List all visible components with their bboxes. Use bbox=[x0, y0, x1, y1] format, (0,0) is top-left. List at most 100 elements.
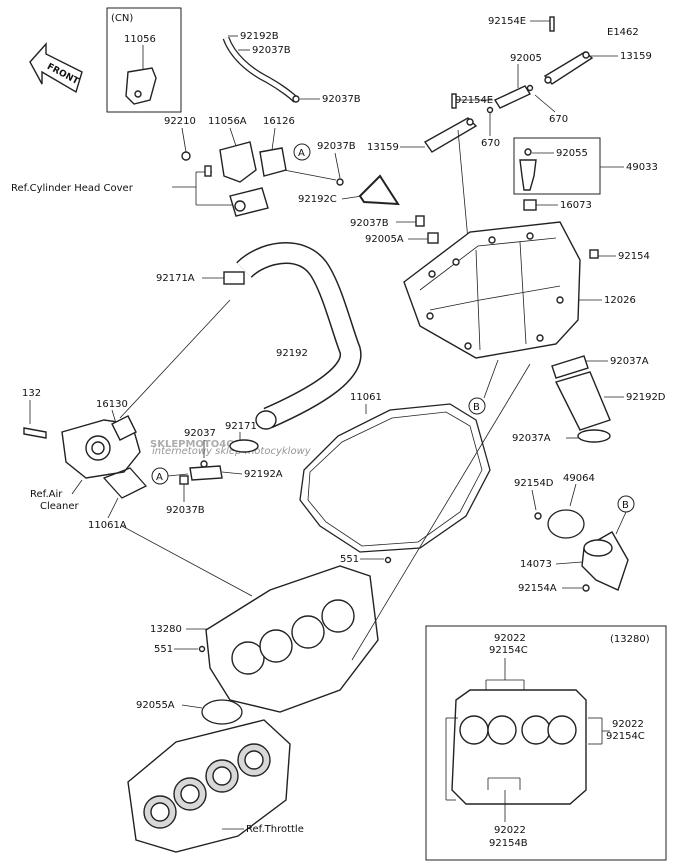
duct-14073-group: 92154D 49064 B 14073 92154A bbox=[514, 473, 635, 594]
part-92154D: 92154D bbox=[514, 478, 554, 489]
part-92192: 92192 bbox=[276, 348, 308, 359]
part-92192A: 92192A bbox=[244, 469, 283, 480]
hose-92192 bbox=[237, 243, 361, 427]
part-670-1: 670 bbox=[549, 114, 568, 125]
part-92154E-2: 92154E bbox=[455, 95, 493, 106]
pipe-92005 bbox=[493, 85, 532, 109]
part-92037B-4: 92037B bbox=[350, 218, 389, 229]
part-11061A: 11061A bbox=[88, 520, 127, 531]
part-92210: 92210 bbox=[164, 116, 196, 127]
ref-cylinder-head-cover: Ref.Cylinder Head Cover bbox=[11, 183, 134, 194]
part-16126: 16126 bbox=[263, 116, 295, 127]
inset-13280: (13280) 92022 92154C 92022 92154C 92022 … bbox=[425, 625, 667, 861]
part-92037B-1: 92037B bbox=[252, 45, 291, 56]
part-11056: 11056 bbox=[124, 34, 156, 45]
sensor-49033-group: 92055 49033 16073 bbox=[513, 137, 658, 211]
part-13159-1: 13159 bbox=[620, 51, 652, 62]
inset-gasket-13280 bbox=[451, 689, 587, 805]
part-92154A: 92154A bbox=[518, 583, 557, 594]
gasket-49064 bbox=[547, 509, 585, 539]
airbox-12026: 92154 12026 bbox=[403, 221, 650, 359]
airbox-body bbox=[403, 221, 581, 359]
valve-16126 bbox=[259, 147, 287, 177]
inset-92154C-top: 92154C bbox=[489, 645, 528, 656]
cn-label: (CN) bbox=[111, 13, 133, 24]
watermark: SKLEPMOTO4Q.PL internetowy sklep motocyk… bbox=[150, 439, 312, 457]
hose-92192c bbox=[358, 174, 400, 206]
ref-a-1: A bbox=[298, 148, 305, 159]
ref-b-1: B bbox=[473, 402, 480, 413]
o-ring-92055A bbox=[201, 699, 243, 725]
label-E1462: E1462 bbox=[607, 27, 639, 38]
part-92005A: 92005A bbox=[365, 234, 404, 245]
gasket-13280 bbox=[205, 565, 379, 713]
part-92192D: 92192D bbox=[626, 392, 666, 403]
part-92037B-2: 92037B bbox=[322, 94, 361, 105]
part-92037: 92037 bbox=[184, 428, 216, 439]
cover-bracket bbox=[229, 187, 269, 217]
part-16130: 16130 bbox=[96, 399, 128, 410]
clamp-92037A-1 bbox=[551, 355, 589, 379]
ref-throttle: Ref.Throttle bbox=[246, 824, 304, 835]
part-11061: 11061 bbox=[350, 392, 382, 403]
part-92154: 92154 bbox=[618, 251, 650, 262]
part-13159-2: 13159 bbox=[367, 142, 399, 153]
part-16073: 16073 bbox=[560, 200, 592, 211]
part-92154E-1: 92154E bbox=[488, 16, 526, 27]
part-92037A-2: 92037A bbox=[512, 433, 551, 444]
part-132: 132 bbox=[22, 388, 41, 399]
hose-92192a-group: 92171 92037 A 92192A 92037B bbox=[151, 421, 283, 516]
part-92171A: 92171A bbox=[156, 273, 195, 284]
watermark-tagline: internetowy sklep motocyklowy bbox=[152, 446, 312, 457]
inset-title: (13280) bbox=[610, 634, 650, 645]
gasket-13280-group: 551 13280 551 bbox=[121, 363, 531, 713]
hose-92192d-group: 92037A 92192D 92037A bbox=[512, 355, 666, 444]
part-92055A: 92055A bbox=[136, 700, 175, 711]
part-13280: 13280 bbox=[150, 624, 182, 635]
ref-circle-a-1 bbox=[293, 143, 311, 161]
hose-92192-group: 92171A 92192 bbox=[156, 242, 362, 430]
part-92192C: 92192C bbox=[298, 194, 337, 205]
inset-92022-bottom: 92022 bbox=[494, 825, 526, 836]
part-12026: 12026 bbox=[604, 295, 636, 306]
part-92005: 92005 bbox=[510, 53, 542, 64]
ref-a-2: A bbox=[156, 472, 163, 483]
pipe-assembly-top: 92154E E1462 13159 92005 92154E 670 670 … bbox=[367, 16, 652, 241]
ref-air-cleaner-2: Cleaner bbox=[40, 501, 80, 512]
ref-b-1-group: B bbox=[468, 359, 499, 415]
watermark-brand: SKLEPMOTO4Q.PL bbox=[150, 439, 253, 450]
inset-92154C-right: 92154C bbox=[606, 731, 645, 742]
inset-92154B-bottom: 92154B bbox=[489, 838, 528, 849]
air-cleaner-group: 132 16130 Ref.Air Cleaner 11061A bbox=[22, 299, 231, 531]
gasket-11061 bbox=[299, 403, 491, 553]
inset-92022-top: 92022 bbox=[494, 633, 526, 644]
part-670-2: 670 bbox=[481, 138, 500, 149]
gasket-11061-group: 11061 bbox=[299, 392, 491, 553]
part-92037A-1: 92037A bbox=[610, 356, 649, 367]
part-551-1: 551 bbox=[340, 554, 359, 565]
part-11056A: 11056A bbox=[208, 116, 247, 127]
hose-92192c-group: 92192C 92037B 92005A bbox=[298, 174, 439, 245]
hose-92192d bbox=[554, 371, 611, 431]
ref-b-2: B bbox=[622, 500, 629, 511]
bracket-11056A bbox=[219, 141, 257, 183]
part-92037B-5: 92037B bbox=[166, 505, 205, 516]
throttle-group: 92055A Ref.Throttle bbox=[127, 699, 304, 853]
gasket-11061A bbox=[102, 467, 148, 499]
part-49064: 49064 bbox=[563, 473, 595, 484]
bracket-13159-bottom bbox=[423, 117, 478, 153]
ref-air-cleaner-1: Ref.Air bbox=[30, 489, 63, 500]
valve-group-upper: 92210 11056A 16126 A 92037B Ref.Cylinder… bbox=[11, 116, 356, 217]
part-92171: 92171 bbox=[225, 421, 257, 432]
front-arrow-shape bbox=[29, 42, 83, 94]
bracket-11056-shape bbox=[125, 67, 157, 105]
part-551-2: 551 bbox=[154, 644, 173, 655]
part-92055: 92055 bbox=[556, 148, 588, 159]
part-92037B-3: 92037B bbox=[317, 141, 356, 152]
cn-variant-box: (CN) 11056 bbox=[106, 7, 182, 113]
sensor-49033 bbox=[519, 159, 537, 191]
hose-92192a bbox=[189, 465, 223, 481]
part-92192B: 92192B bbox=[240, 31, 279, 42]
part-14073: 14073 bbox=[520, 559, 552, 570]
